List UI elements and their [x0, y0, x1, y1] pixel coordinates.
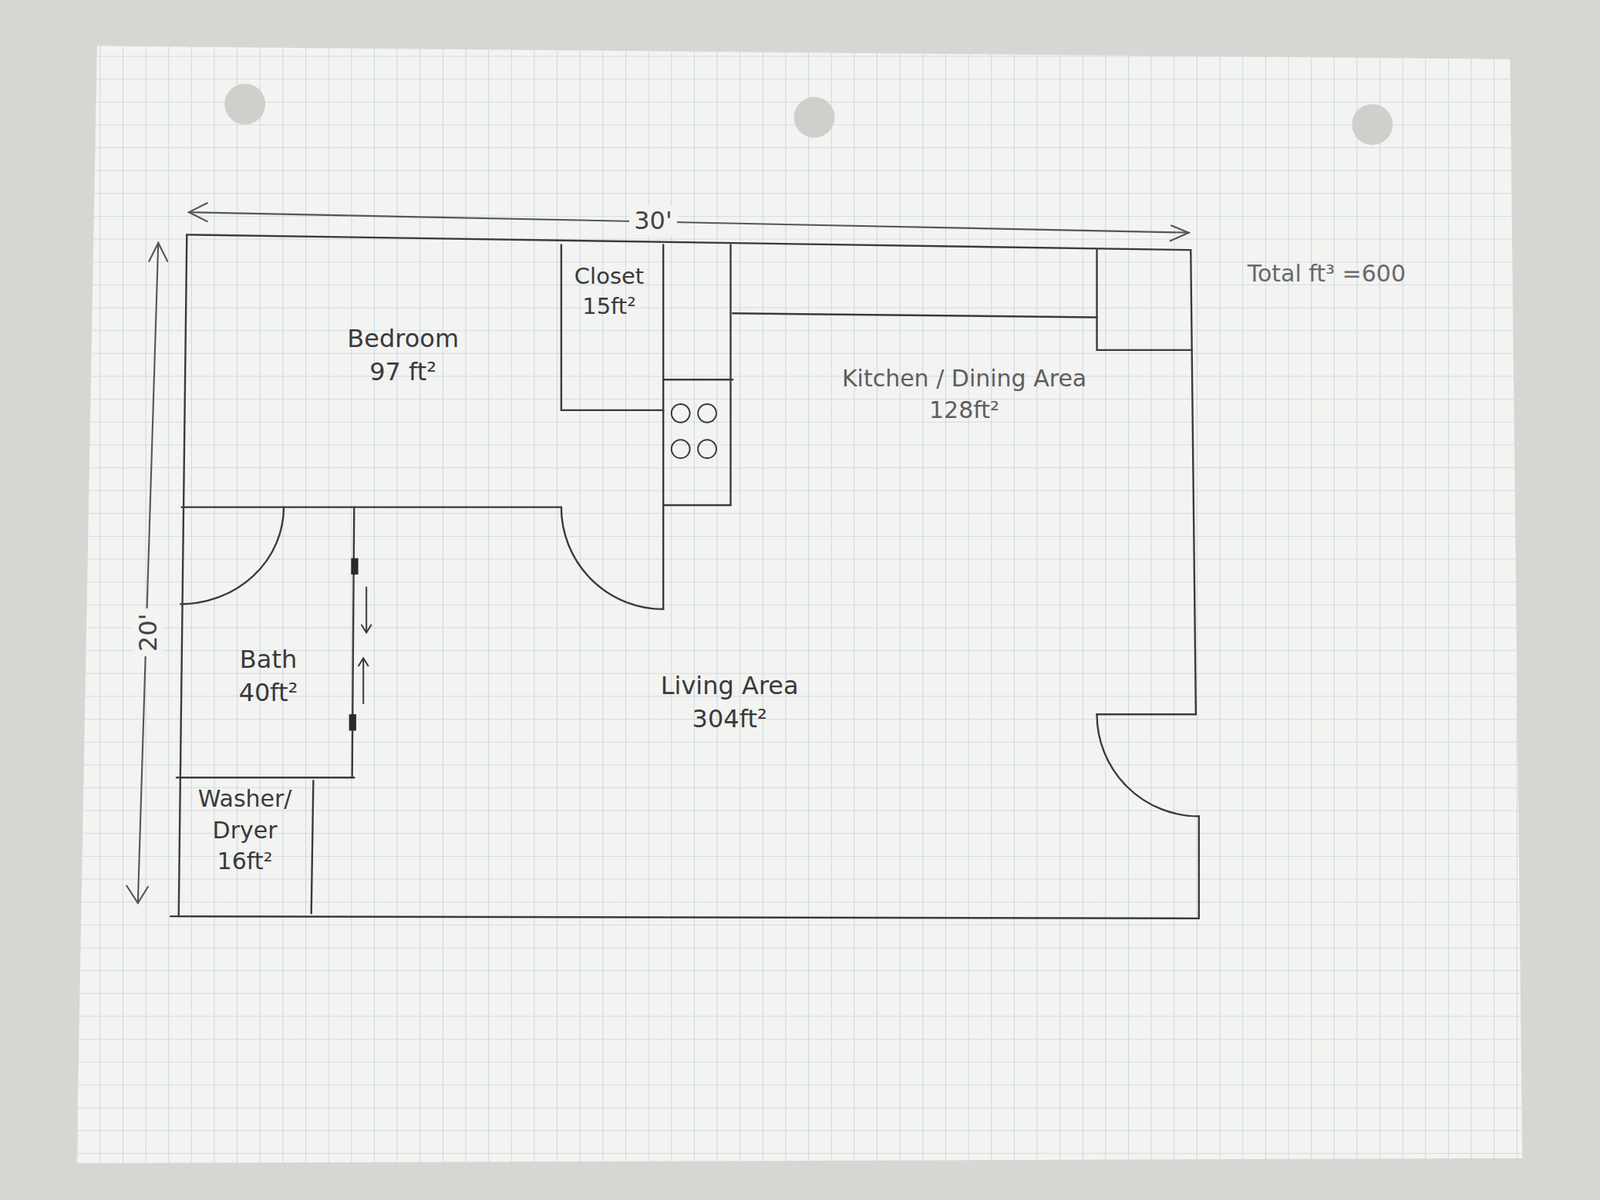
dimension-label: 30' — [629, 205, 678, 236]
stove-burners — [671, 404, 717, 459]
room-name: Bedroom — [346, 322, 459, 356]
room-area: 40ft² — [239, 676, 299, 710]
room-name: Washer/ Dryer — [181, 783, 309, 846]
kitchen-room: Kitchen / Dining Area128ft² — [842, 363, 1087, 426]
dimension-label: 20' — [133, 609, 163, 657]
living-room: Living Area304ft² — [660, 669, 799, 736]
room-area: 16ft² — [181, 845, 309, 878]
closet-room: Closet15ft² — [574, 261, 644, 322]
pocket-door — [349, 558, 372, 731]
punch-holes — [224, 83, 1393, 145]
laundry-room: Washer/ Dryer16ft² — [181, 783, 309, 878]
walls — [170, 234, 1200, 918]
bath-room: Bath40ft² — [239, 643, 299, 710]
room-area: 128ft² — [842, 394, 1087, 427]
room-name: Living Area — [660, 669, 799, 703]
bedroom-room: Bedroom97 ft² — [346, 322, 459, 389]
total-note: Total ft³ =600 — [1242, 259, 1411, 288]
room-name: Kitchen / Dining Area — [842, 363, 1087, 395]
room-name: Bath — [239, 643, 299, 677]
dimension-lines — [126, 202, 1189, 903]
room-area: 15ft² — [574, 291, 644, 322]
room-area: 97 ft² — [346, 355, 459, 389]
room-area: 304ft² — [660, 702, 799, 736]
room-name: Closet — [574, 261, 644, 292]
